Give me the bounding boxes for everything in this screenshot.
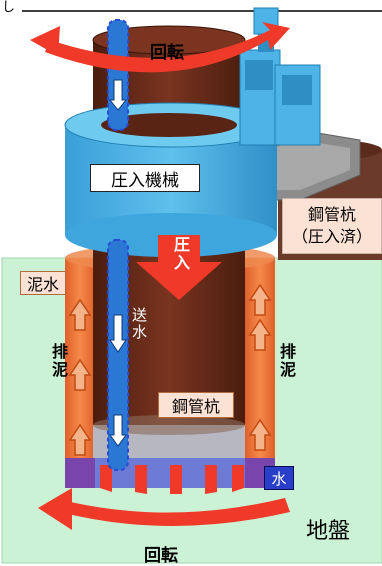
rotation-top-label: 回転 xyxy=(150,43,184,63)
drainage-left-label: 排泥 xyxy=(49,343,68,379)
ground-label: 地盤 xyxy=(306,519,351,544)
rotation-bottom-label: 回転 xyxy=(144,546,178,566)
installed-pile-label-line1: 鋼管杭 xyxy=(307,205,356,224)
steel-pile-label: 鋼管杭 xyxy=(158,392,234,418)
corner-glyph: し xyxy=(2,0,16,15)
rotation-arrow-bottom xyxy=(38,488,290,530)
installed-pile-label-line2: （圧入済） xyxy=(291,227,372,246)
press-in-label: 圧入 xyxy=(171,236,190,272)
rotation-arrow-top xyxy=(30,22,290,73)
press-machine-side-units xyxy=(239,7,321,146)
press-machine-label: 圧入機械 xyxy=(90,164,200,192)
water-label: 水 xyxy=(264,466,294,490)
installed-pile-label: 鋼管杭 （圧入済） xyxy=(282,198,382,254)
water-supply-label: 送水 xyxy=(130,307,148,341)
slurry-label: 泥水 xyxy=(20,271,66,295)
press-in-arrow xyxy=(136,235,222,300)
pipe-down-arrows xyxy=(108,79,128,447)
slurry-up-arrows xyxy=(68,283,272,456)
drainage-right-label: 排泥 xyxy=(277,343,296,379)
